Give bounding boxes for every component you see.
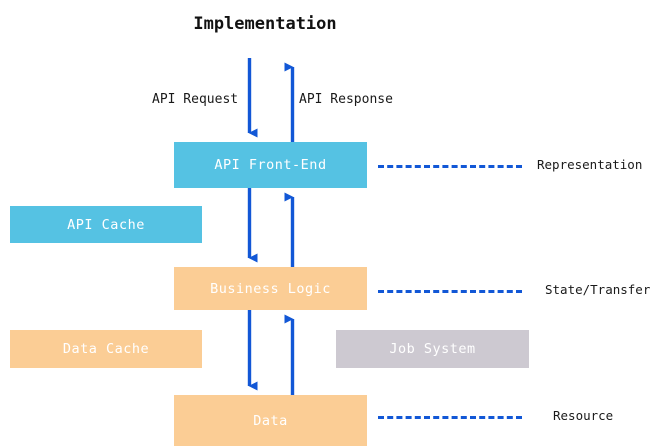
node-business-logic[interactable]: Business Logic bbox=[174, 267, 367, 310]
layer-label-representation: Representation bbox=[537, 157, 643, 172]
node-label: API Front-End bbox=[214, 157, 327, 173]
node-data[interactable]: Data bbox=[174, 395, 367, 446]
layer-label-resource: Resource bbox=[553, 408, 614, 423]
arrow-label-api-request: API Request bbox=[152, 92, 239, 107]
node-data-cache[interactable]: Data Cache bbox=[10, 330, 202, 368]
node-label: Data Cache bbox=[62, 341, 150, 357]
node-job-system[interactable]: Job System bbox=[336, 330, 529, 368]
node-api-cache[interactable]: API Cache bbox=[10, 206, 202, 243]
dashed-connector-state-transfer bbox=[378, 290, 522, 293]
diagram-title: Implementation bbox=[193, 14, 337, 34]
layer-label-state-transfer: State/Transfer bbox=[545, 282, 651, 297]
dashed-connector-resource bbox=[378, 416, 522, 419]
node-label: Job System bbox=[389, 341, 476, 357]
arrow-label-api-response: API Response bbox=[299, 92, 393, 107]
node-label: Data bbox=[253, 412, 288, 429]
node-label: API Cache bbox=[67, 216, 145, 233]
node-label: Business Logic bbox=[210, 280, 331, 297]
dashed-connector-representation bbox=[378, 165, 522, 168]
node-api-front-end[interactable]: API Front-End bbox=[174, 142, 367, 188]
